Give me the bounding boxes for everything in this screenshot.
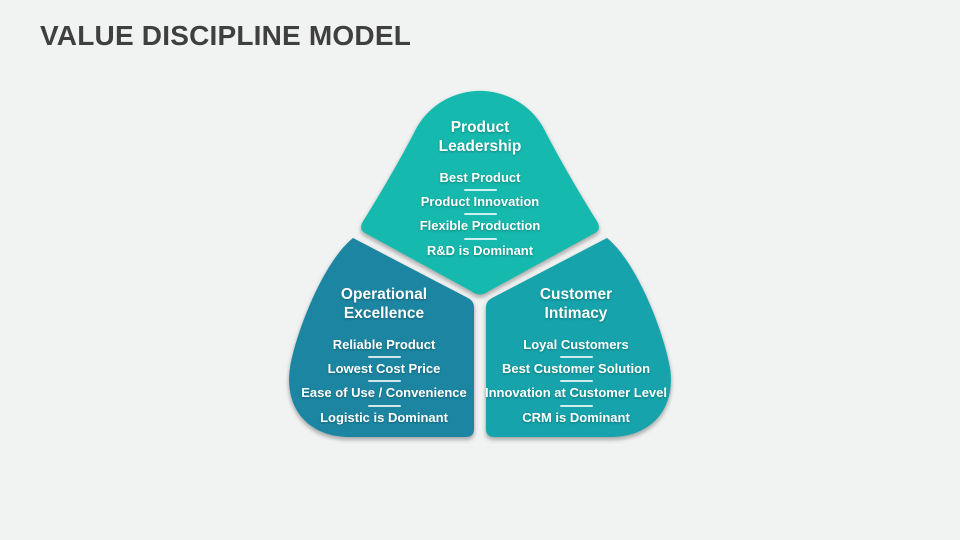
item-divider <box>463 213 497 216</box>
customer-intimacy-heading: Customer Intimacy <box>539 286 613 322</box>
item-divider <box>559 404 593 407</box>
product-leadership-shape <box>361 90 599 295</box>
customer-intimacy-shape <box>486 238 671 437</box>
item-divider <box>367 380 401 383</box>
list-item: R&D is Dominant <box>426 242 534 258</box>
item-divider <box>559 356 593 359</box>
item-divider <box>367 404 401 407</box>
list-item: Ease of Use / Convenience <box>301 385 467 401</box>
list-item: Logistic is Dominant <box>320 409 448 425</box>
list-item: Lowest Cost Price <box>327 361 441 377</box>
slide-title: VALUE DISCIPLINE MODEL <box>40 20 412 51</box>
operational-excellence-heading: Operational Excellence <box>340 286 428 322</box>
item-divider <box>463 189 497 192</box>
operational-excellence-section: Operational Excellence Reliable Product … <box>282 286 486 428</box>
list-item: Product Innovation <box>420 194 540 210</box>
list-item: Reliable Product <box>332 336 436 352</box>
list-item: Innovation at Customer Level <box>484 385 668 401</box>
list-item: CRM is Dominant <box>522 409 630 425</box>
customer-intimacy-section: Customer Intimacy Loyal Customers Best C… <box>474 286 678 428</box>
product-leadership-heading: Product Leadership <box>438 119 522 155</box>
item-divider <box>559 380 593 383</box>
item-divider <box>463 237 497 240</box>
list-item: Flexible Production <box>419 218 541 234</box>
item-divider <box>367 356 401 359</box>
list-item: Best Product <box>439 169 521 185</box>
list-item: Best Customer Solution <box>501 361 651 377</box>
product-leadership-section: Product Leadership Best Product Product … <box>380 119 580 261</box>
operational-excellence-shape <box>289 238 474 437</box>
list-item: Loyal Customers <box>523 336 629 352</box>
